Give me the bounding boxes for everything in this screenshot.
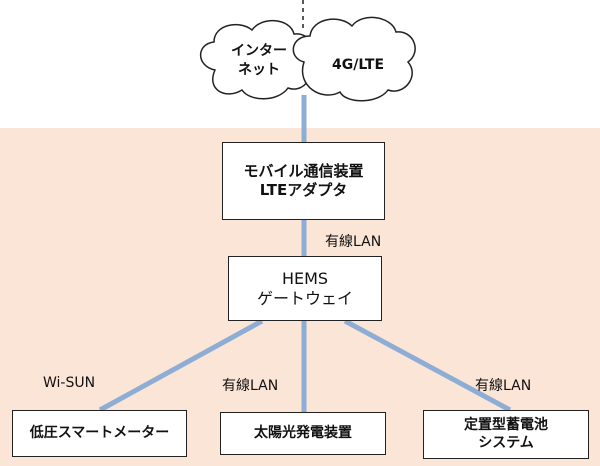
cloud-internet-line2: ネット: [238, 61, 280, 78]
cloud-lte-text: 4G/LTE: [331, 57, 385, 73]
link-hems-meter: [98, 318, 264, 413]
label-adapter-hems: 有線LAN: [325, 234, 382, 250]
battery-node: 定置型蓄電池 システム: [423, 410, 589, 459]
cloud-lte-label: 4G/LTE: [310, 56, 406, 75]
label-hems-meter: Wi-SUN: [43, 375, 96, 391]
lte-adapter-line1: モバイル通信装置: [243, 162, 364, 181]
cloud-internet-line1: インター: [231, 43, 287, 59]
link-hems-battery: [343, 318, 512, 413]
hems-line2: ゲートウェイ: [256, 288, 353, 308]
label-hems-battery: 有線LAN: [475, 378, 532, 394]
solar-node: 太陽光発電装置: [220, 412, 386, 455]
cloud-internet-label: インター ネット: [214, 42, 304, 80]
battery-line2: システム: [478, 434, 534, 451]
hems-line1: HEMS: [281, 268, 329, 288]
cloud-lte-shape: [292, 16, 416, 102]
solar-label: 太陽光発電装置: [254, 424, 352, 441]
hems-gateway-node: HEMS ゲートウェイ: [228, 256, 382, 321]
lte-adapter-node: モバイル通信装置 LTEアダプタ: [222, 142, 385, 220]
smart-meter-label: 低圧スマートメーター: [29, 424, 170, 441]
label-hems-solar: 有線LAN: [222, 378, 279, 394]
smart-meter-node: 低圧スマートメーター: [12, 410, 187, 457]
battery-line1: 定置型蓄電池: [464, 417, 548, 433]
lte-adapter-line2: LTEアダプタ: [259, 181, 348, 199]
